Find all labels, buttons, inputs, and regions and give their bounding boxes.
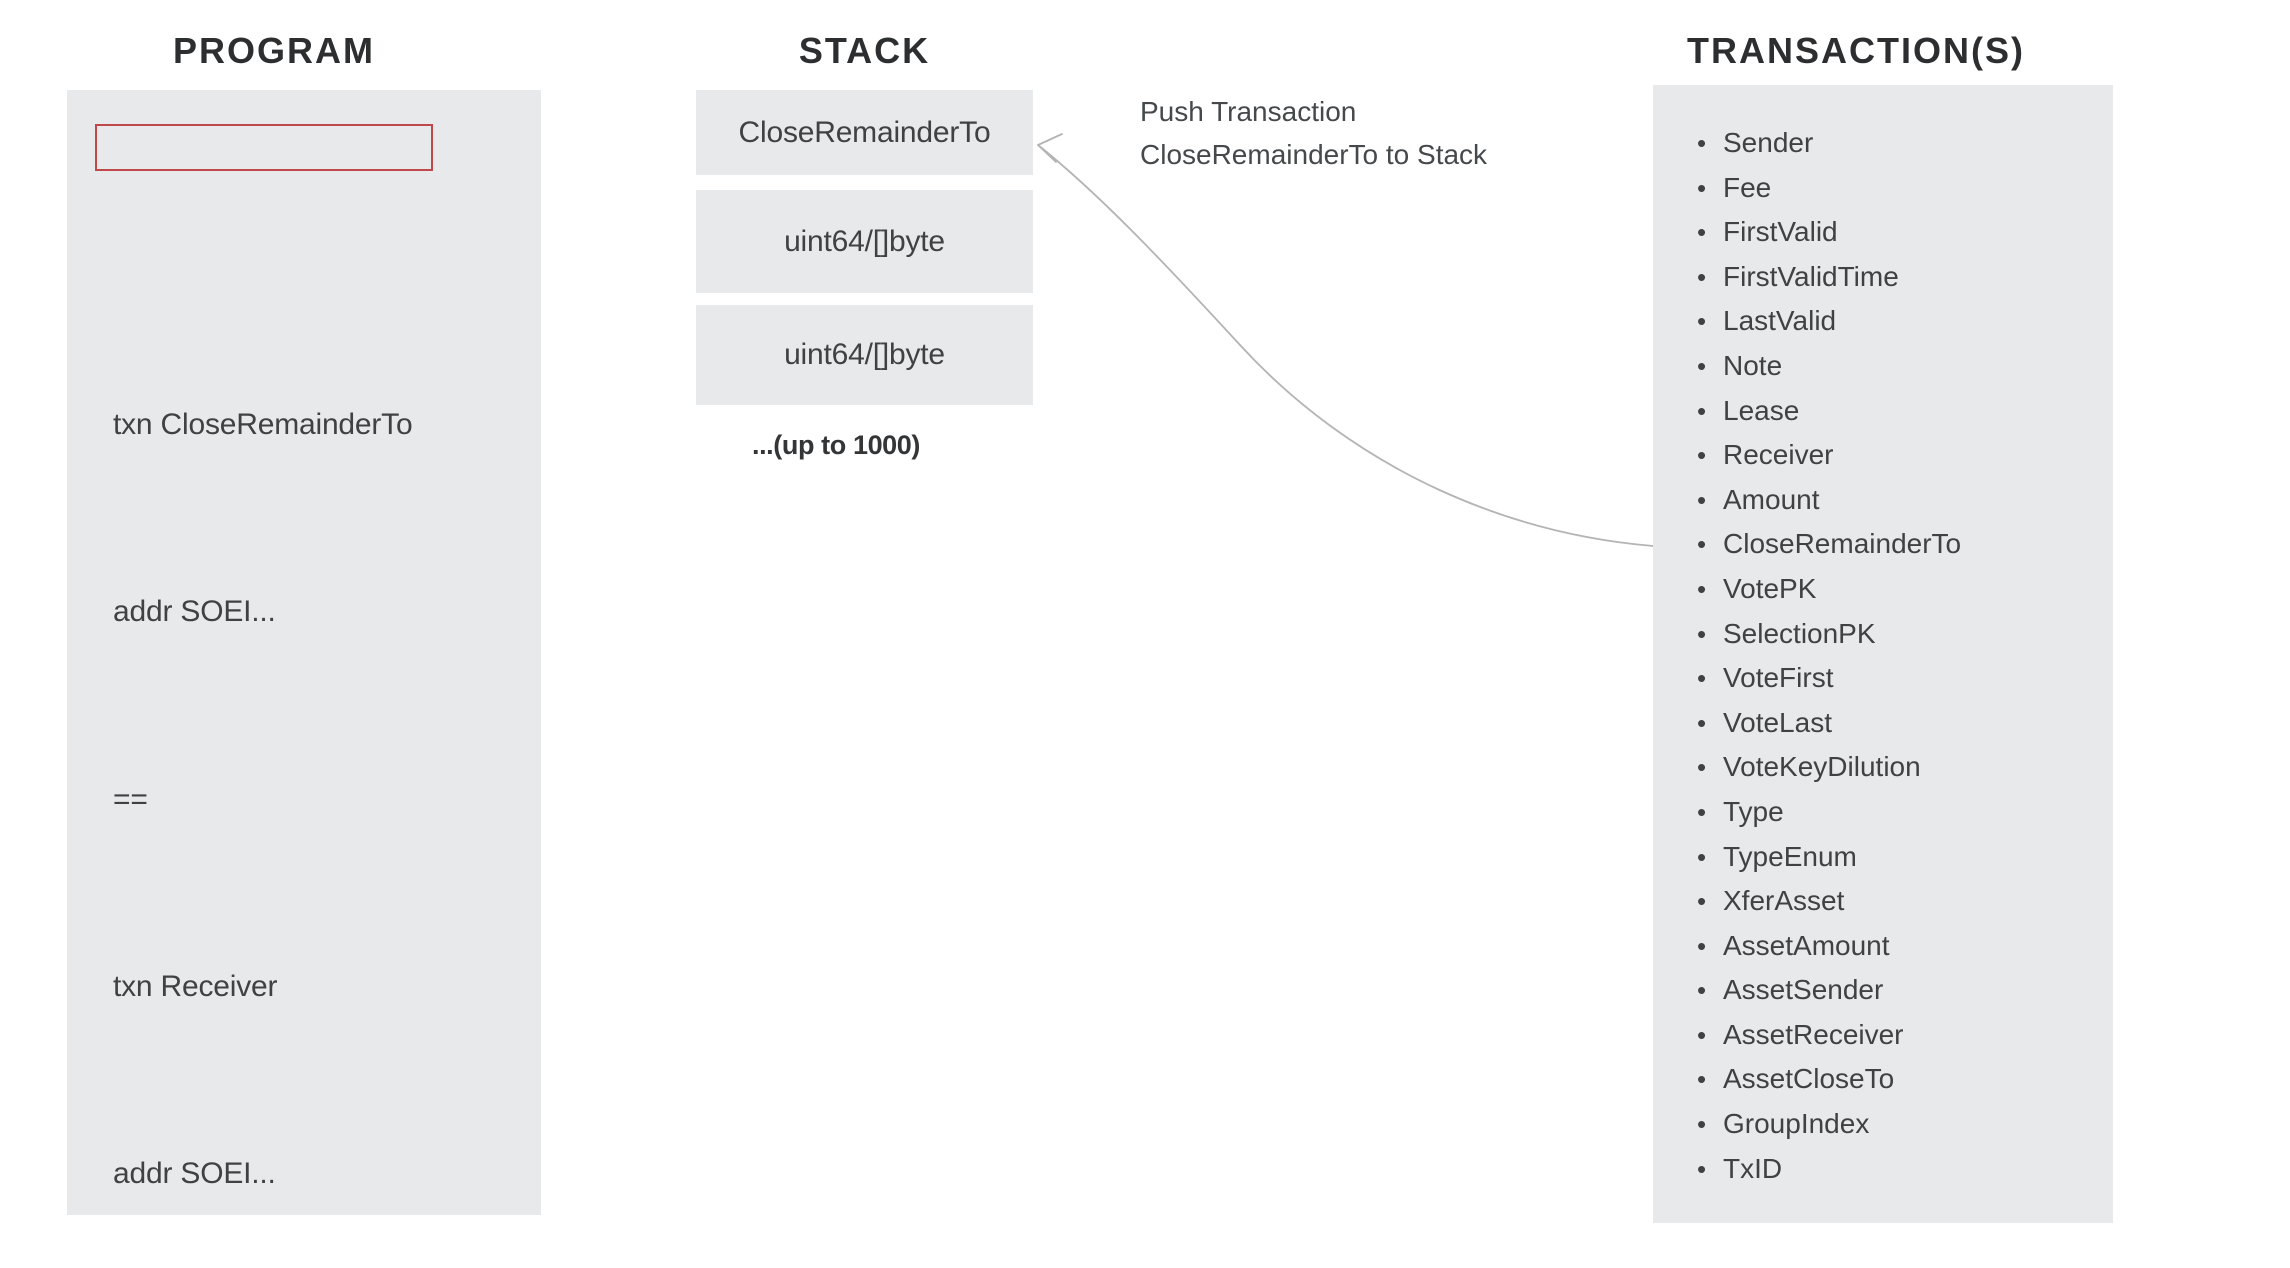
stack-capacity-note: ...(up to 1000) [751, 430, 921, 460]
bullet-icon: • [1697, 395, 1707, 426]
transaction-field-item: • XferAsset [1697, 879, 1961, 924]
bullet-icon: • [1697, 663, 1707, 694]
transaction-field-item: • Lease [1697, 389, 1961, 434]
transaction-field-label: TxID [1723, 1152, 1783, 1184]
transaction-field-label: VoteKeyDilution [1723, 751, 1921, 783]
transaction-field-item: • AssetSender [1697, 968, 1961, 1013]
bullet-icon: • [1697, 128, 1707, 158]
stack-slot-bottom: uint64/[]byte [696, 305, 1033, 405]
transaction-field-item: • AssetCloseTo [1697, 1057, 1961, 1102]
bullet-icon: • [1697, 529, 1707, 560]
bullet-icon: • [1697, 752, 1707, 783]
bullet-icon: • [1697, 886, 1707, 917]
bullet-icon: • [1697, 306, 1707, 337]
transaction-field-item: • FirstValid [1697, 210, 1961, 255]
transaction-field-item: • Type [1697, 790, 1961, 835]
transaction-field-label: Lease [1723, 394, 1800, 426]
transaction-field-item: • TypeEnum [1697, 835, 1961, 880]
transaction-field-label: GroupIndex [1723, 1108, 1870, 1140]
push-annotation-line2: CloseRemainderTo to Stack [1140, 139, 1488, 170]
stack-slot-top: CloseRemainderTo [696, 90, 1033, 175]
transaction-field-item: • VotePK [1697, 567, 1961, 612]
transaction-field-label: Fee [1723, 171, 1772, 203]
transaction-field-label: Note [1723, 349, 1783, 381]
transaction-field-label: Type [1723, 795, 1784, 827]
push-annotation: Push Transaction CloseRemainderTo to Sta… [1140, 90, 1487, 176]
transaction-field-label: CloseRemainderTo [1723, 528, 1962, 560]
arrow-head [1037, 133, 1063, 163]
bullet-icon: • [1697, 975, 1707, 1006]
stack-slot-middle: uint64/[]byte [696, 190, 1033, 293]
transaction-field-item: • FirstValidTime [1697, 255, 1961, 300]
transaction-field-item: • VoteFirst [1697, 656, 1961, 701]
transaction-field-label: FirstValidTime [1723, 260, 1899, 292]
transaction-field-item: • Note [1697, 344, 1961, 389]
program-line: == [113, 782, 148, 816]
program-line: txn CloseRemainderTo [113, 408, 413, 442]
transaction-field-item: • VoteLast [1697, 701, 1961, 746]
highlighted-line-outline [95, 124, 433, 171]
transaction-field-label: AssetReceiver [1723, 1018, 1904, 1050]
transaction-field-item: • AssetReceiver [1697, 1013, 1961, 1058]
bullet-icon: • [1697, 350, 1707, 381]
push-annotation-line1: Push Transaction [1140, 96, 1357, 127]
arrow-shaft [1037, 144, 1691, 549]
transaction-field-label: SelectionPK [1723, 617, 1876, 649]
transaction-field-item: • Sender [1697, 121, 1961, 166]
program-panel: txn CloseRemainderTo addr SOEI... == txn… [67, 90, 541, 1215]
program-line: addr SOEI... [113, 1156, 276, 1190]
transaction-field-label: Amount [1723, 483, 1820, 515]
stack-column-title: STACK [798, 30, 931, 71]
transaction-field-label: VotePK [1723, 572, 1817, 604]
program-column-title: PROGRAM [173, 30, 375, 71]
program-code-lines: txn CloseRemainderTo addr SOEI... == txn… [113, 215, 413, 1268]
bullet-icon: • [1697, 1153, 1707, 1184]
transaction-field-item: • SelectionPK [1697, 612, 1961, 657]
transaction-field-label: VoteLast [1723, 706, 1832, 738]
transaction-field-label: FirstValid [1723, 216, 1838, 248]
program-line: txn Receiver [113, 969, 278, 1003]
bullet-icon: • [1697, 217, 1707, 248]
bullet-icon: • [1697, 707, 1707, 738]
transaction-field-item: • Receiver [1697, 433, 1961, 478]
transaction-field-label: Receiver [1723, 439, 1834, 471]
bullet-icon: • [1697, 573, 1707, 604]
bullet-icon: • [1697, 1064, 1707, 1095]
bullet-icon: • [1697, 930, 1707, 961]
transaction-field-label: AssetAmount [1723, 929, 1890, 961]
bullet-icon: • [1697, 841, 1707, 872]
program-line: addr SOEI... [113, 595, 276, 629]
transaction-field-label: AssetSender [1723, 974, 1884, 1006]
bullet-icon: • [1697, 484, 1707, 515]
transaction-field-label: XferAsset [1723, 885, 1845, 917]
bullet-icon: • [1697, 796, 1707, 827]
transaction-field-item: • AssetAmount [1697, 924, 1961, 969]
transaction-field-item: • LastValid [1697, 299, 1961, 344]
transaction-field-label: VoteFirst [1723, 662, 1834, 694]
bullet-icon: • [1697, 618, 1707, 649]
transaction-field-label: AssetCloseTo [1723, 1063, 1895, 1095]
transactions-column-title: TRANSACTION(S) [1687, 30, 2025, 71]
bullet-icon: • [1697, 440, 1707, 471]
transaction-field-item: • CloseRemainderTo [1697, 522, 1961, 567]
bullet-icon: • [1697, 261, 1707, 292]
transactions-panel: • Sender • Fee • FirstValid • FirstValid… [1653, 85, 2113, 1223]
transaction-field-label: TypeEnum [1723, 840, 1857, 872]
bullet-icon: • [1697, 1109, 1707, 1140]
bullet-icon: • [1697, 1019, 1707, 1050]
transaction-field-label: Sender [1723, 127, 1814, 158]
transaction-field-item: • GroupIndex [1697, 1102, 1961, 1147]
transaction-fields-list: • Sender • Fee • FirstValid • FirstValid… [1697, 121, 1961, 1191]
transaction-field-item: • VoteKeyDilution [1697, 745, 1961, 790]
transaction-field-label: LastValid [1723, 305, 1837, 337]
transaction-field-item: • Amount [1697, 478, 1961, 523]
transaction-field-item: • TxID [1697, 1147, 1961, 1192]
transaction-field-item: • Fee [1697, 166, 1961, 211]
bullet-icon: • [1697, 172, 1707, 203]
